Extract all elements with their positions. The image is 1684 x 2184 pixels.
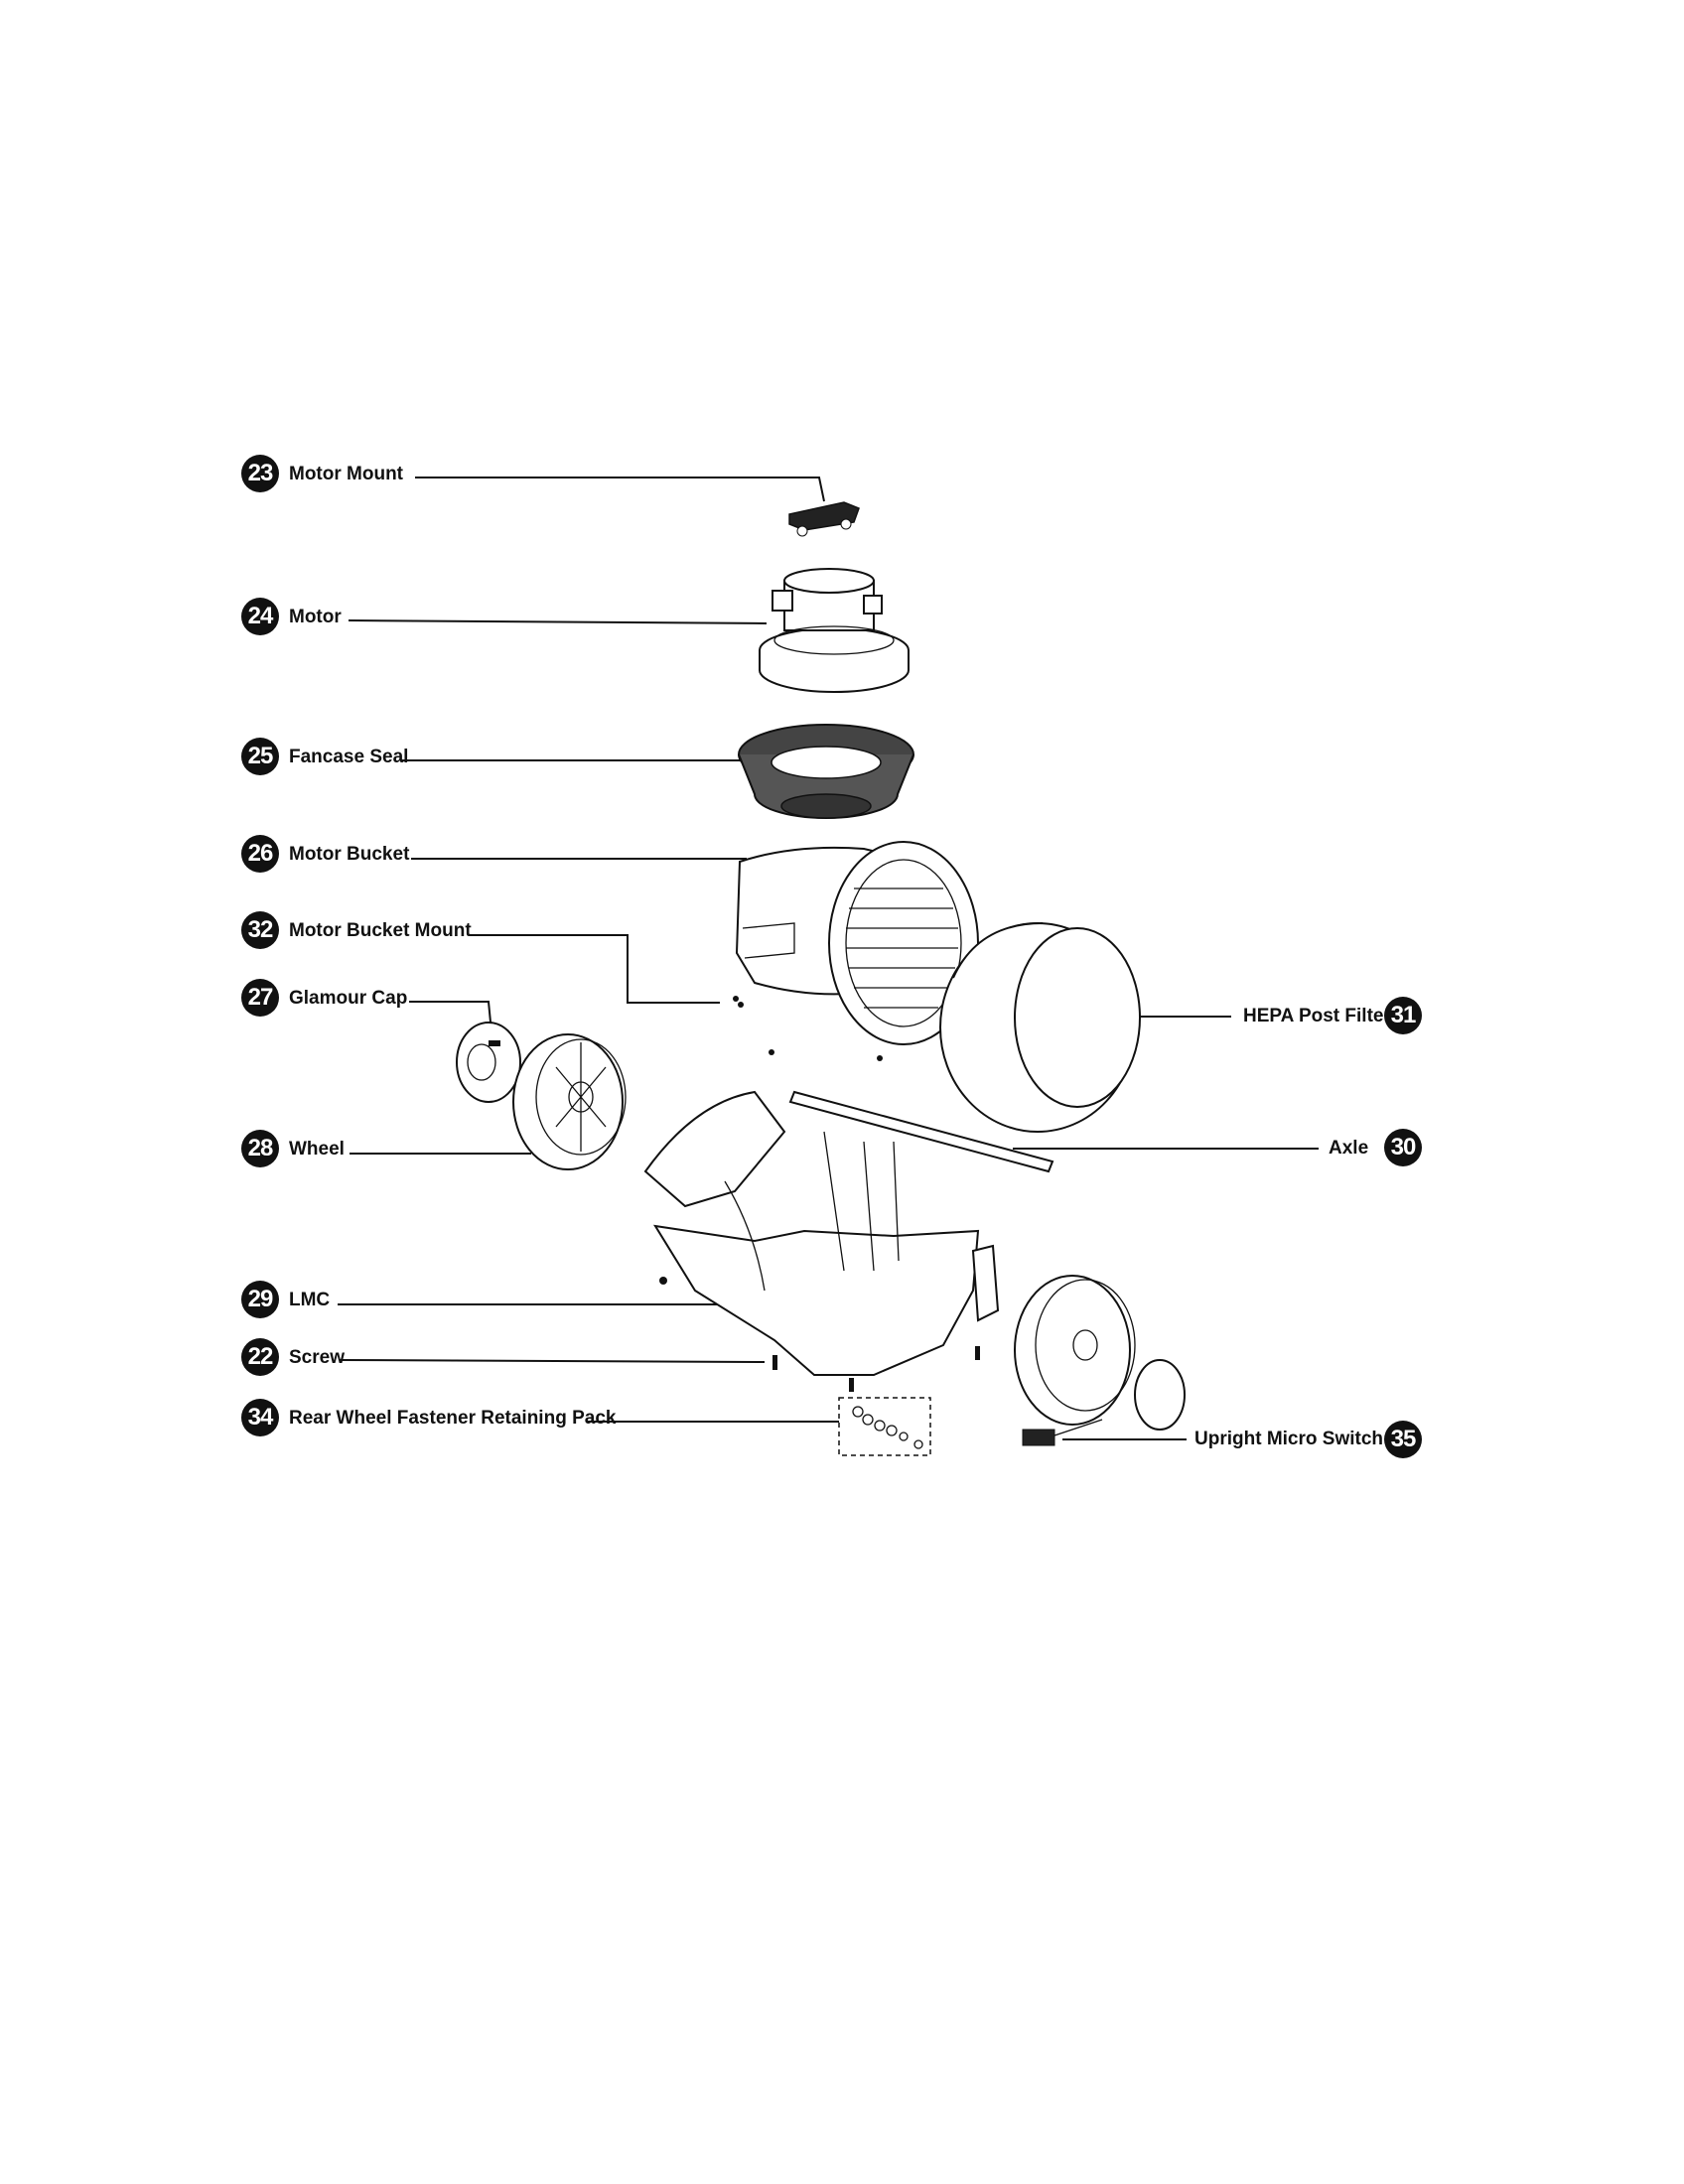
callout-badge-30: 30 xyxy=(1384,1129,1422,1166)
callout-label-screw: Screw xyxy=(289,1347,345,1368)
axle-part xyxy=(769,1049,1054,1173)
callout-label-fancase-seal: Fancase Seal xyxy=(289,747,409,767)
callout-badge-26: 26 xyxy=(241,835,279,873)
motor-bucket-part xyxy=(735,841,979,1045)
leader-line-motor-bucket-mount xyxy=(469,934,720,1004)
right-wheel-part xyxy=(1014,1275,1186,1431)
hepa-post-filter-part xyxy=(939,922,1141,1133)
callout-label-motor-mount: Motor Mount xyxy=(289,464,404,484)
upright-micro-switch-part xyxy=(1022,1419,1103,1446)
leader-lines xyxy=(338,477,1319,1440)
callout-badge-31: 31 xyxy=(1384,997,1422,1034)
leader-line-screw xyxy=(339,1359,766,1363)
callout-badge-32: 32 xyxy=(241,911,279,949)
leader-line-motor-mount xyxy=(415,477,825,502)
callout-badge-25: 25 xyxy=(241,738,279,775)
callout-badge-29: 29 xyxy=(241,1281,279,1318)
callout-label-axle: Axle xyxy=(1329,1138,1369,1159)
callout-label-upright-micro-switch: Upright Micro Switch xyxy=(1194,1429,1383,1449)
screw-parts xyxy=(772,1346,980,1392)
callout-badge-35: 35 xyxy=(1384,1421,1422,1458)
leader-line-motor xyxy=(348,619,768,624)
motor-bucket-mount-part xyxy=(733,996,744,1008)
motor-mount-part xyxy=(788,501,860,537)
callout-badge-34: 34 xyxy=(241,1399,279,1436)
callout-badge-28: 28 xyxy=(241,1130,279,1167)
rear-wheel-fastener-retaining-pack-part xyxy=(838,1397,931,1456)
callout-label-motor-bucket: Motor Bucket xyxy=(289,844,410,865)
glamour-cap-part xyxy=(456,1022,521,1103)
callout-badge-24: 24 xyxy=(241,598,279,635)
callout-badge-27: 27 xyxy=(241,979,279,1017)
motor-part xyxy=(759,568,910,693)
callout-label-hepa-post-filter: HEPA Post Filter xyxy=(1243,1006,1391,1026)
callout-label-glamour-cap: Glamour Cap xyxy=(289,988,408,1009)
callout-label-rear-wheel-fastener-retaining-pack: Rear Wheel Fastener Retaining Pack xyxy=(289,1408,617,1429)
left-wheel-part xyxy=(512,1033,627,1170)
callout-badge-22: 22 xyxy=(241,1338,279,1376)
fancase-seal-part xyxy=(738,724,914,819)
callout-label-motor-bucket-mount: Motor Bucket Mount xyxy=(289,920,472,941)
callout-label-wheel: Wheel xyxy=(289,1139,345,1160)
callout-badge-23: 23 xyxy=(241,455,279,492)
callout-label-motor: Motor xyxy=(289,607,342,627)
lmc-part xyxy=(643,1090,1000,1376)
callout-label-lmc: LMC xyxy=(289,1290,331,1310)
